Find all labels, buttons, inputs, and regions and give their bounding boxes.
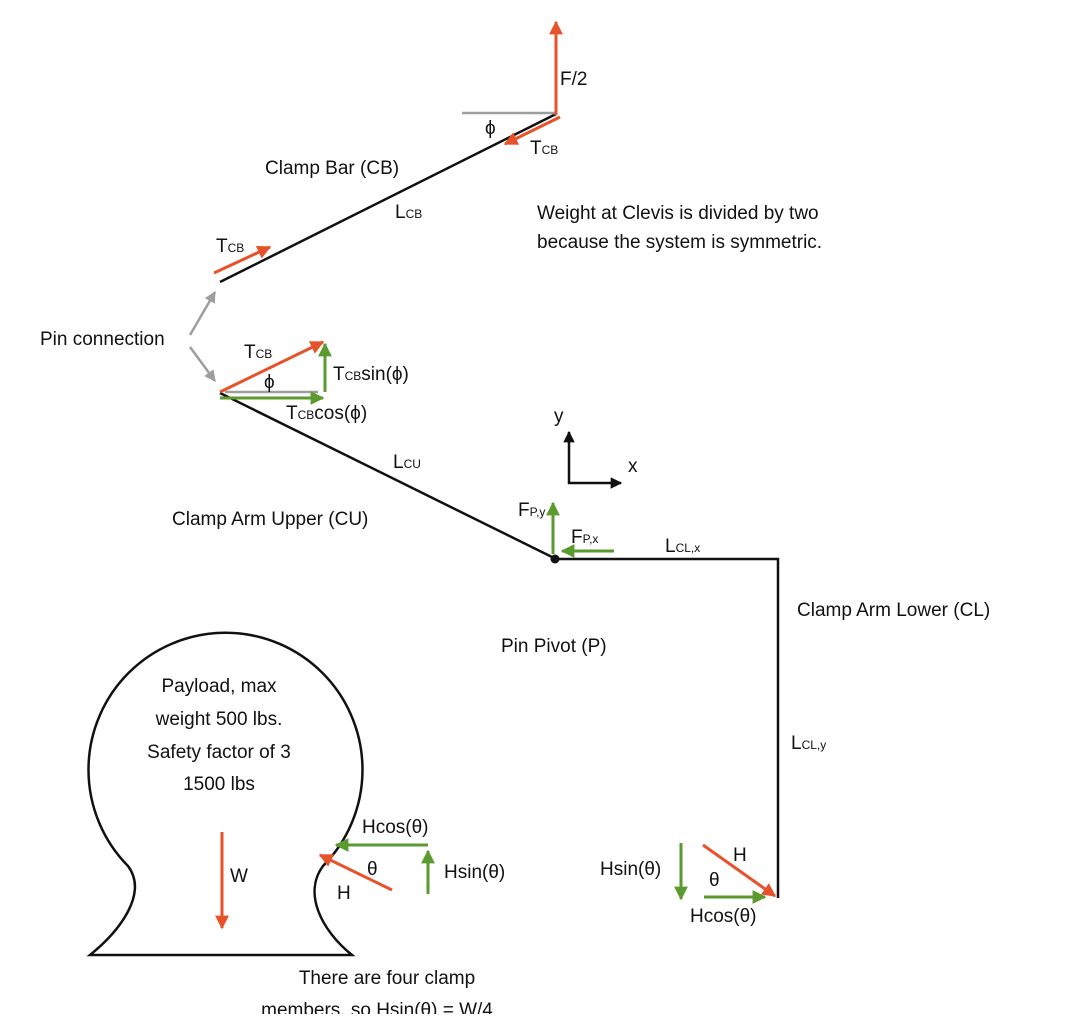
- pin-connection-label: Pin connection: [40, 329, 165, 350]
- tcb-arrow-top: [503, 115, 561, 146]
- phi-label-component: ϕ: [264, 372, 275, 393]
- clamp-arm-upper-label: Clamp Arm Upper (CU): [172, 509, 368, 530]
- hsin-label-payload: Hsin(θ): [444, 862, 505, 883]
- pin-pointer-down: [188, 346, 217, 382]
- clamp-arm-lower-label: Clamp Arm Lower (CL): [797, 600, 990, 621]
- tcb-label-top: TCB: [530, 138, 558, 159]
- bottom-note-line-2: members, so Hsin(θ) = W/4: [261, 1000, 493, 1014]
- payload-note-line-3: Safety factor of 3: [147, 742, 291, 763]
- lcu-label: LCU: [393, 452, 421, 473]
- weight-note-line-2: because the system is symmetric.: [537, 232, 822, 253]
- pin-pivot-label: Pin Pivot (P): [501, 636, 607, 657]
- y-axis-label: y: [554, 406, 564, 427]
- fpx-label: FP,x: [571, 527, 598, 548]
- weight-note-line-1: Weight at Clevis is divided by two: [537, 203, 819, 224]
- clamp-bar-member: [219, 112, 557, 284]
- fpy-label: FP,y: [518, 500, 545, 521]
- payload-note-line-1: Payload, max: [161, 676, 277, 697]
- bottom-note-line-1: There are four clamp: [299, 968, 475, 989]
- h-label-payload: H: [337, 883, 351, 904]
- pin-pointer-up: [188, 291, 217, 336]
- x-axis-label: x: [628, 456, 638, 477]
- tcb-sin-label: TCBsin(ϕ): [333, 364, 409, 385]
- clamp-arm-upper-member: [219, 391, 557, 561]
- tcb-arrow-left: [213, 245, 272, 275]
- theta-label-payload: θ: [367, 859, 378, 880]
- payload-note-line-2: weight 500 lbs.: [155, 709, 283, 730]
- payload-note-line-4: 1500 lbs: [183, 774, 255, 795]
- h-label-arm: H: [733, 845, 747, 866]
- tcb-label-component: TCB: [244, 342, 272, 363]
- theta-label-arm: θ: [709, 870, 720, 891]
- w-label: W: [230, 866, 248, 887]
- h-arrow-payload: [318, 853, 393, 892]
- phi-label-top: ϕ: [485, 118, 496, 139]
- lclx-label: LCL,x: [665, 536, 700, 557]
- hcos-label-payload: Hcos(θ): [362, 817, 429, 838]
- h-arrow-arm: [702, 843, 777, 898]
- lcb-label: LCB: [395, 202, 422, 223]
- payload-outline: [86, 631, 364, 957]
- lcly-label: LCL,y: [791, 733, 826, 754]
- clamp-bar-label: Clamp Bar (CB): [265, 158, 399, 179]
- tcb-label-left: TCB: [216, 236, 244, 257]
- pin-pivot-dot: [550, 554, 560, 564]
- clamp-arm-lower-member: [556, 557, 780, 898]
- hcos-label-arm: Hcos(θ): [690, 906, 757, 927]
- f-half-label: F/2: [560, 69, 587, 90]
- tcb-cos-label: TCBcos(ϕ): [286, 403, 367, 424]
- hsin-label-arm: Hsin(θ): [600, 859, 661, 880]
- tcb-arrow-component: [219, 340, 325, 394]
